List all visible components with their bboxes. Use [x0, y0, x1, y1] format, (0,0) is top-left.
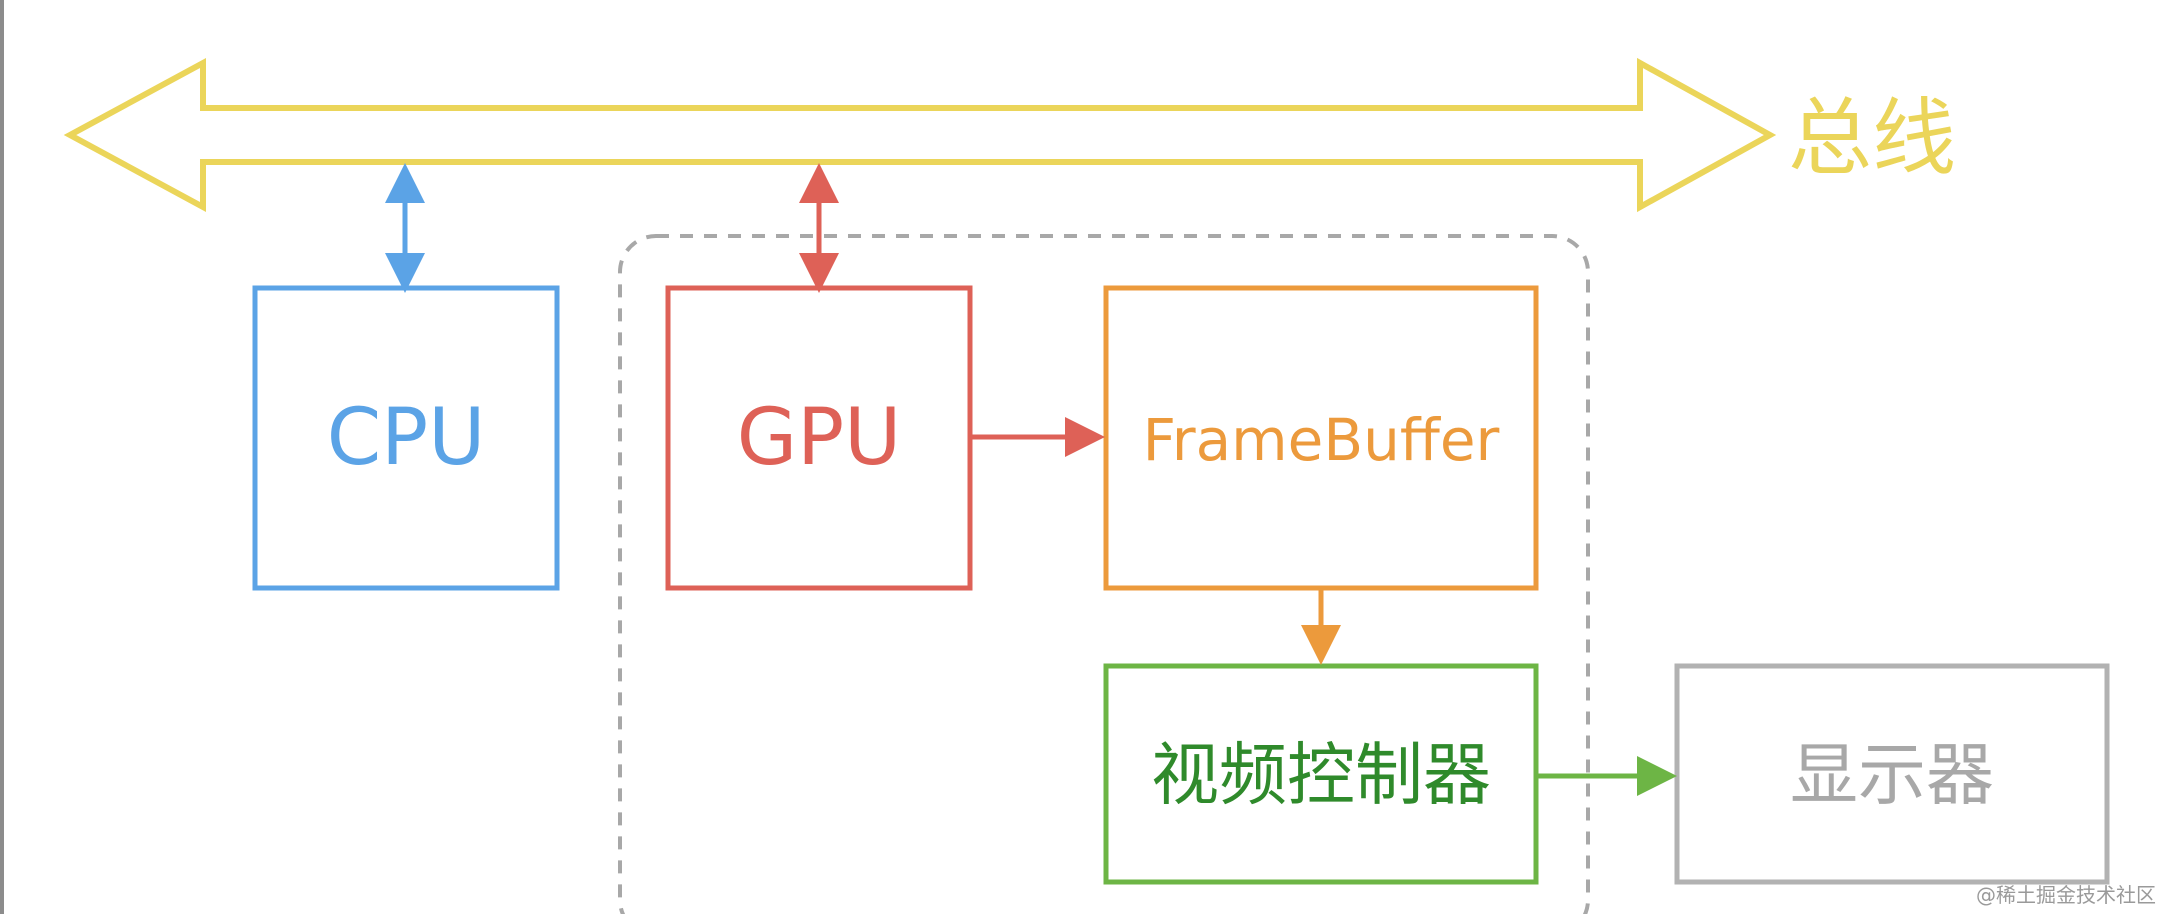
bus-label: 总线 [1788, 89, 1956, 187]
video-controller-label: 视频控制器 [1151, 737, 1491, 816]
bus-arrow [63, 57, 1777, 213]
watermark-text: @稀土掘金技术社区 [1976, 883, 2156, 907]
gpu-label: GPU [737, 393, 902, 483]
left-edge-border [0, 0, 4, 914]
cpu-label: CPU [327, 393, 486, 483]
video-controller-box [1103, 663, 1539, 885]
framebuffer-box [1103, 285, 1539, 591]
display-box [1674, 663, 2110, 885]
display-label: 显示器 [1790, 737, 1994, 816]
framebuffer-label: FrameBuffer [1143, 406, 1500, 474]
